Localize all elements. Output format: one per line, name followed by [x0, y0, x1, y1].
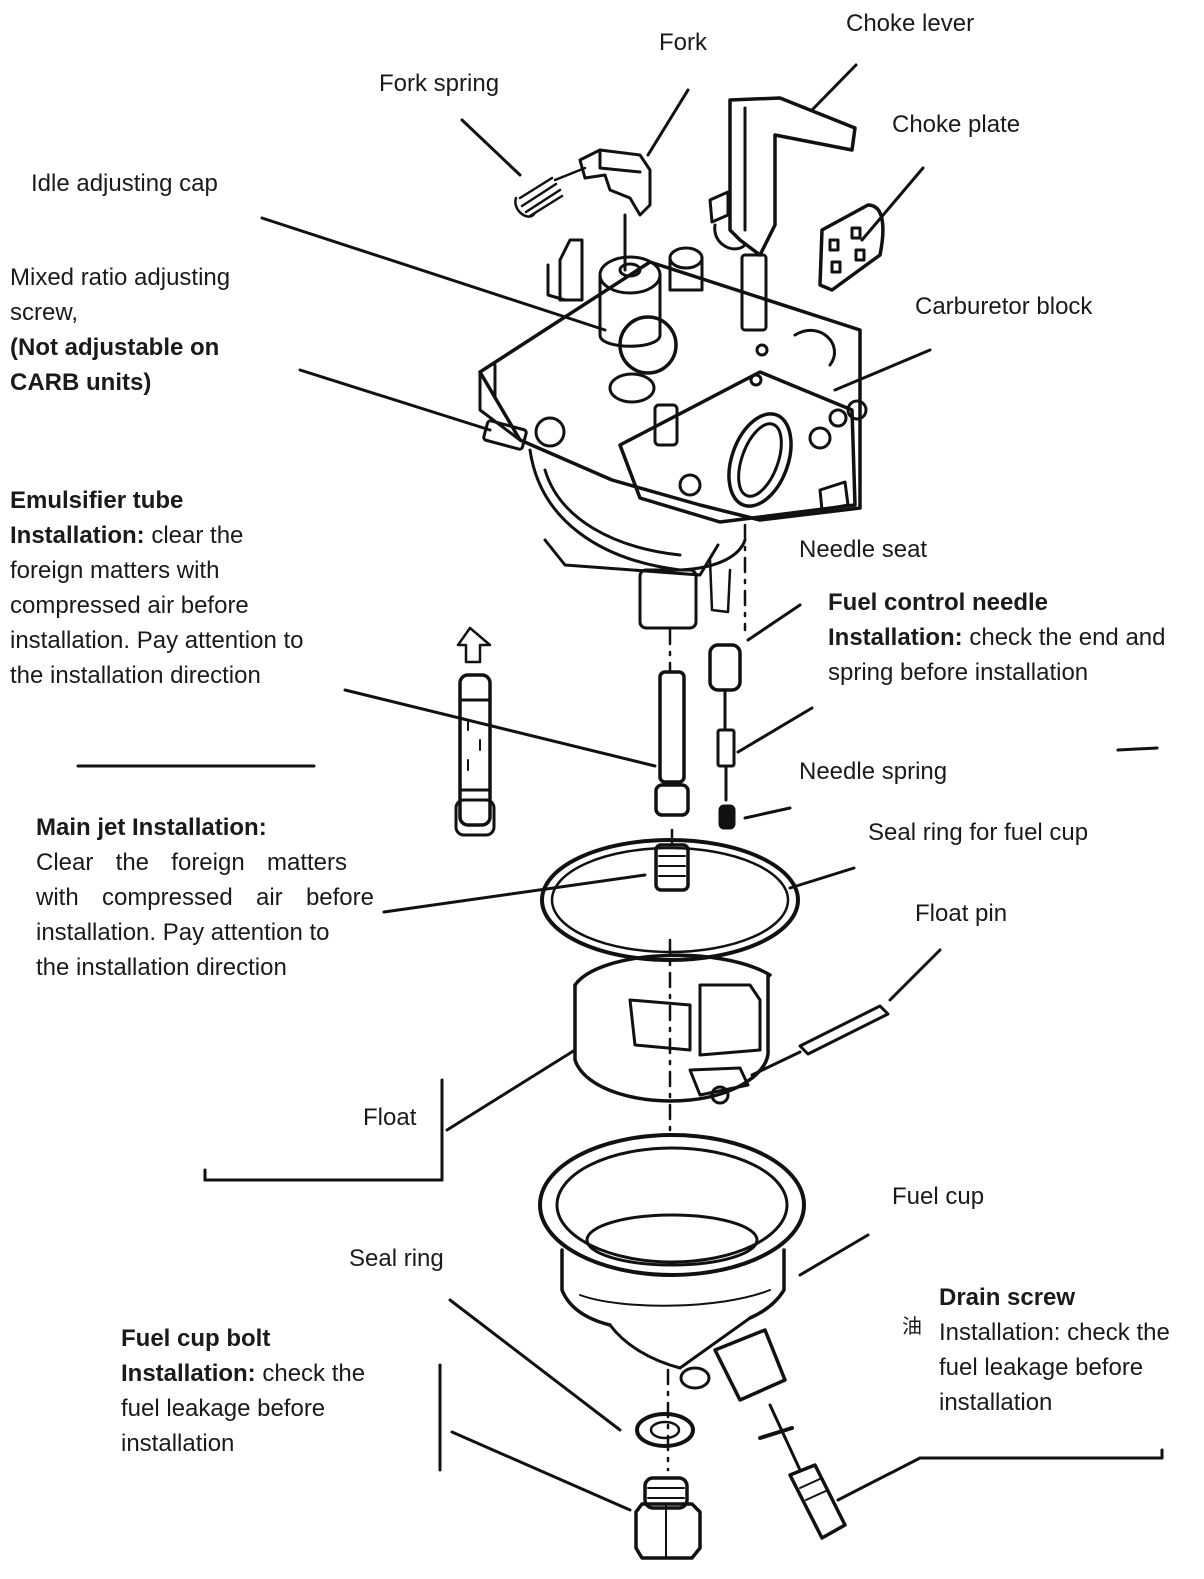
- drain-screw-line3: installation: [939, 1389, 1053, 1416]
- seal-ring-drawing: [635, 1412, 695, 1448]
- main-jet-title: Main jet Installation:: [36, 814, 267, 841]
- label-fuel-cup: Fuel cup: [892, 1183, 985, 1210]
- center-axis: [666, 523, 747, 1472]
- emulsifier-line4: installation. Pay attention to: [10, 627, 304, 654]
- emulsifier-line3: compressed air before: [10, 592, 249, 619]
- main-jet-line2: with compressed air before: [36, 884, 374, 911]
- label-idle-adjusting-cap: Idle adjusting cap: [31, 170, 218, 197]
- label-fuel-cup-bolt: Fuel cup bolt Installation: check the fu…: [121, 1321, 365, 1461]
- label-needle-spring: Needle spring: [799, 758, 948, 785]
- label-needle-seat: Needle seat: [799, 536, 928, 563]
- drain-screw-title: Drain screw: [939, 1284, 1076, 1311]
- fuel-cup-drawing: [538, 1133, 806, 1402]
- float-pin-drawing: [798, 1004, 890, 1056]
- main-jet-line4: the installation direction: [36, 954, 287, 981]
- emulsifier-install-label: Installation:: [10, 522, 145, 549]
- label-seal-ring-fuel-cup: Seal ring for fuel cup: [868, 819, 1089, 846]
- fuel-control-needle-drawing: [708, 558, 742, 830]
- carb-note-line2: CARB units): [10, 369, 152, 396]
- emulsifier-title: Emulsifier tube: [10, 487, 184, 514]
- carburetor-block-drawing: [478, 238, 868, 630]
- fork-drawing: [578, 148, 652, 272]
- fuel-needle-title: Fuel control needle: [828, 589, 1049, 616]
- label-choke-plate: Choke plate: [892, 111, 1021, 138]
- fuel-cup-bolt-line2: fuel leakage before: [121, 1395, 326, 1422]
- emulsifier-line2: foreign matters with: [10, 557, 220, 584]
- label-float: Float: [363, 1104, 417, 1131]
- label-choke-lever: Choke lever: [846, 10, 975, 37]
- drain-screw-drawing: [758, 1403, 847, 1540]
- fuel-cup-bolt-line1: check the: [255, 1360, 366, 1387]
- label-drain-screw: Drain screw Installation: check the fuel…: [939, 1280, 1170, 1420]
- fuel-needle-line1: check the end and: [962, 624, 1166, 651]
- fuel-cup-bolt-line3: installation: [121, 1430, 235, 1457]
- fuel-needle-install-label: Installation:: [828, 624, 963, 651]
- seal-ring-fuel-cup-drawing: [540, 838, 800, 962]
- main-jet-line1: Clear the foreign matters: [36, 849, 347, 876]
- emulsifier-tube-drawing: [454, 626, 496, 837]
- choke-plate-drawing: [818, 203, 885, 292]
- label-carburetor-block: Carburetor block: [915, 293, 1093, 320]
- fuel-cup-bolt-install-label: Installation:: [121, 1360, 256, 1387]
- emulsifier-line1: clear the: [144, 522, 244, 549]
- choke-lever-drawing: [708, 96, 857, 332]
- label-float-pin: Float pin: [915, 900, 1008, 927]
- emulsifier-line5: the installation direction: [10, 662, 261, 689]
- fuel-needle-line2: spring before installation: [828, 659, 1089, 686]
- float-drawing: [573, 953, 772, 1105]
- label-mixed-ratio-screw: Mixed ratio adjusting screw, (Not adjust…: [10, 260, 230, 400]
- label-seal-ring: Seal ring: [349, 1245, 444, 1272]
- carb-note-line1: (Not adjustable on: [10, 334, 220, 361]
- label-fork-spring: Fork spring: [379, 70, 500, 97]
- label-emulsifier-tube: Emulsifier tube Installation: clear the …: [10, 483, 304, 693]
- main-jet-line3: installation. Pay attention to: [36, 919, 330, 946]
- leader-lines: [76, 63, 1164, 1512]
- mixed-ratio-line1: Mixed ratio adjusting: [10, 264, 231, 291]
- drain-screw-line1: Installation: check the: [939, 1319, 1170, 1346]
- drain-screw-line2: fuel leakage before: [939, 1354, 1144, 1381]
- label-fork: Fork: [659, 29, 707, 56]
- mixed-ratio-line2: screw,: [10, 299, 79, 326]
- label-oil-glyph: 油: [902, 1316, 922, 1338]
- main-jet-drawing: [654, 670, 690, 892]
- fuel-cup-bolt-drawing: [634, 1476, 702, 1560]
- label-fuel-control-needle: Fuel control needle Installation: check …: [828, 585, 1204, 690]
- fork-spring-drawing: [514, 166, 587, 218]
- fuel-cup-bolt-title: Fuel cup bolt: [121, 1325, 271, 1352]
- label-main-jet: Main jet Installation: Clear the foreign…: [36, 810, 382, 985]
